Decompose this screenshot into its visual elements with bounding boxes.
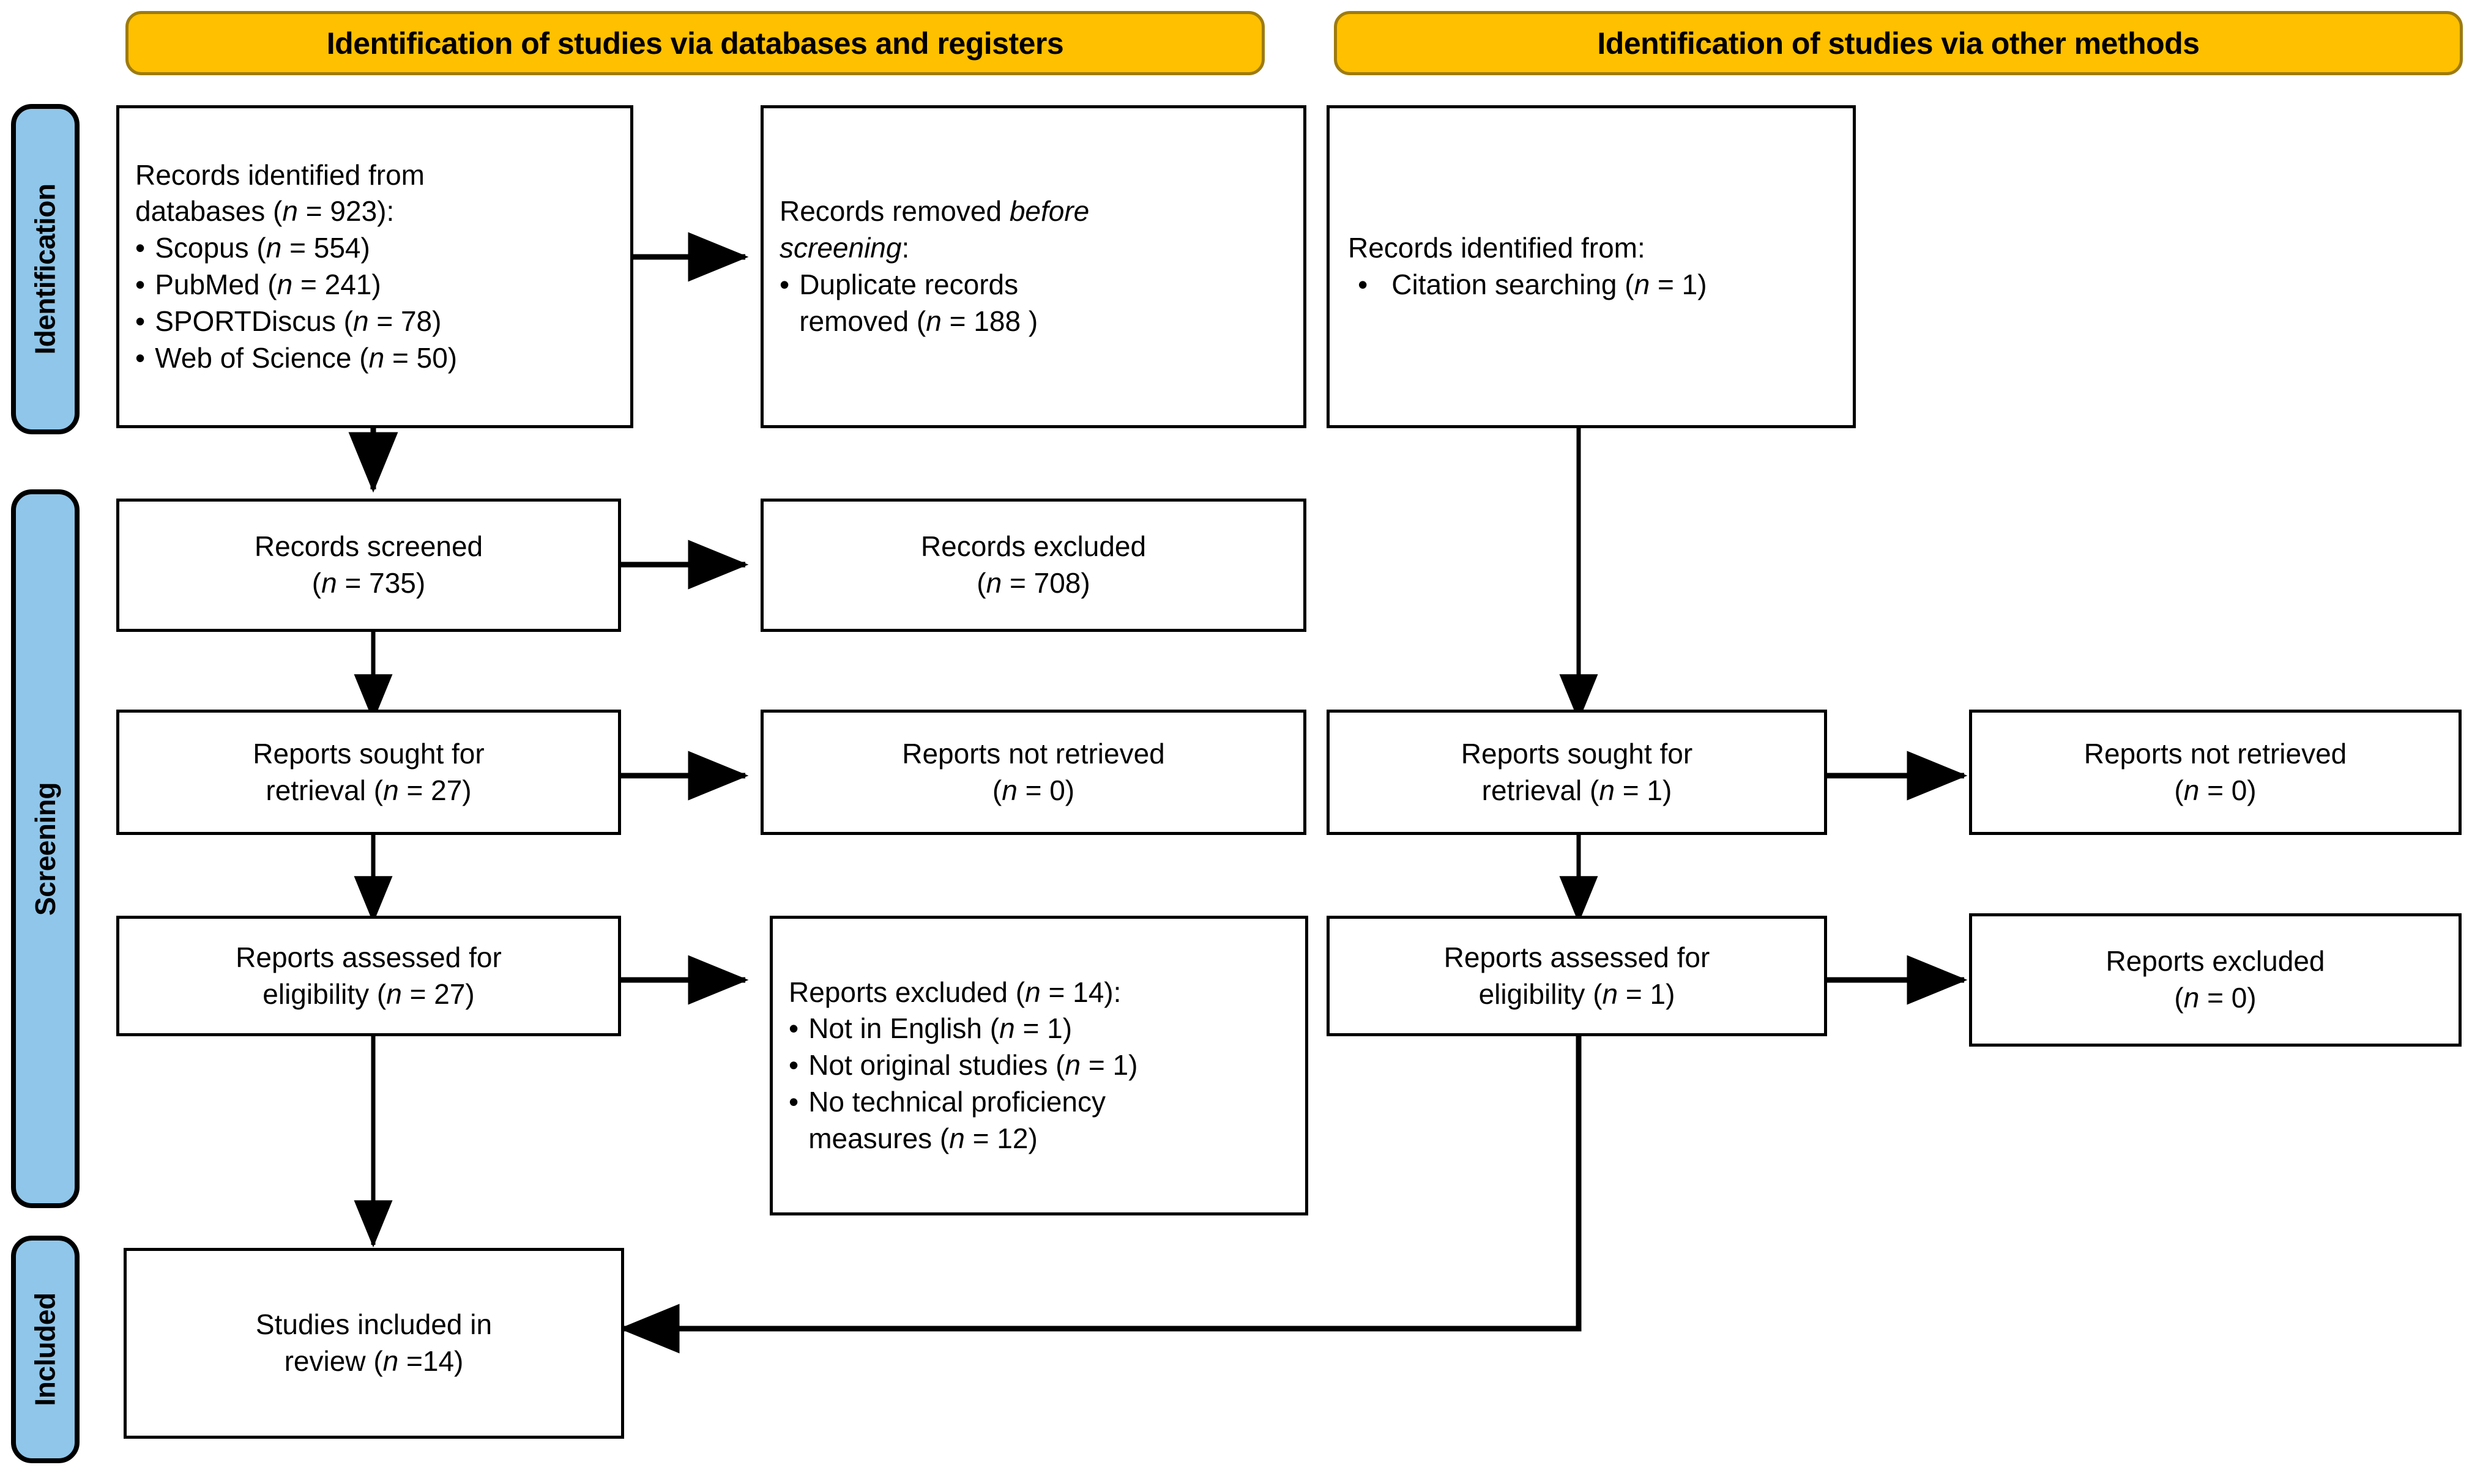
reports-excluded-left-reason-list: Not in English (n = 1) Not original stud… bbox=[789, 1011, 1294, 1120]
records-identified-line1: Records identified from bbox=[135, 158, 425, 191]
records-identified-other-list: Citation searching (n = 1) bbox=[1348, 267, 1842, 303]
stage-label-included: Included bbox=[11, 1236, 80, 1463]
box-reports-assessed-right: Reports assessed for eligibility (n = 1) bbox=[1327, 916, 1827, 1036]
box-records-identified-databases: Records identified from databases (n = 9… bbox=[116, 105, 633, 428]
studies-included-line1: Studies included in bbox=[255, 1308, 493, 1341]
reports-assessed-left-line2: eligibility (n = 27) bbox=[262, 978, 475, 1010]
banner-other-label: Identification of studies via other meth… bbox=[1597, 26, 2200, 61]
stage-included-text: Included bbox=[29, 1293, 61, 1406]
records-removed-reason-list: Duplicate records bbox=[780, 267, 1292, 303]
list-item: Web of Science (n = 50) bbox=[135, 340, 619, 377]
reports-excluded-right-line2: (n = 0) bbox=[2174, 982, 2257, 1014]
reports-sought-right-line1: Reports sought for bbox=[1461, 737, 1693, 770]
records-identified-other-line1: Records identified from: bbox=[1348, 232, 1645, 264]
records-screened-line1: Records screened bbox=[254, 530, 483, 563]
records-screened-line2: (n = 735) bbox=[311, 567, 426, 599]
reports-not-retrieved-right-line1: Reports not retrieved bbox=[2083, 737, 2347, 770]
stage-label-screening: Screening bbox=[11, 489, 80, 1208]
list-item: Not original studies (n = 1) bbox=[789, 1047, 1294, 1084]
box-reports-excluded-left: Reports excluded (n = 14): Not in Englis… bbox=[770, 916, 1308, 1215]
box-reports-not-retrieved-left: Reports not retrieved (n = 0) bbox=[761, 710, 1306, 835]
reports-assessed-right-line2: eligibility (n = 1) bbox=[1478, 978, 1675, 1010]
records-excluded-line1: Records excluded bbox=[920, 530, 1147, 563]
stage-label-identification: Identification bbox=[11, 104, 80, 434]
list-item: Not in English (n = 1) bbox=[789, 1011, 1294, 1047]
box-records-identified-other: Records identified from: Citation search… bbox=[1327, 105, 1856, 428]
box-records-removed-before-screening: Records removed before screening: Duplic… bbox=[761, 105, 1306, 428]
list-item: No technical proficiency bbox=[789, 1084, 1294, 1121]
box-reports-assessed-left: Reports assessed for eligibility (n = 27… bbox=[116, 916, 621, 1036]
studies-included-line2: review (n =14) bbox=[284, 1345, 464, 1377]
records-identified-line2: databases (n = 923): bbox=[135, 195, 395, 228]
reports-excluded-left-bullet-cont: measures (n = 12) bbox=[808, 1122, 1038, 1154]
reports-not-retrieved-right-line2: (n = 0) bbox=[2174, 774, 2257, 806]
reports-sought-right-line2: retrieval (n = 1) bbox=[1481, 774, 1672, 806]
banner-databases-registers: Identification of studies via databases … bbox=[125, 11, 1265, 75]
list-item: SPORTDiscus (n = 78) bbox=[135, 303, 619, 340]
box-reports-sought-right: Reports sought for retrieval (n = 1) bbox=[1327, 710, 1827, 835]
box-studies-included: Studies included in review (n =14) bbox=[124, 1248, 624, 1439]
records-excluded-line2: (n = 708) bbox=[977, 567, 1090, 599]
banner-databases-label: Identification of studies via databases … bbox=[326, 26, 1064, 61]
reports-sought-left-line2: retrieval (n = 27) bbox=[266, 774, 472, 806]
box-reports-sought-left: Reports sought for retrieval (n = 27) bbox=[116, 710, 621, 835]
list-item: PubMed (n = 241) bbox=[135, 267, 619, 303]
list-item: Scopus (n = 554) bbox=[135, 230, 619, 267]
reports-assessed-right-line1: Reports assessed for bbox=[1443, 941, 1710, 973]
stage-screening-text: Screening bbox=[29, 782, 62, 916]
records-identified-source-list: Scopus (n = 554) PubMed (n = 241) SPORTD… bbox=[135, 230, 619, 376]
records-removed-line1: Records removed before bbox=[780, 195, 1090, 228]
reports-assessed-left-line1: Reports assessed for bbox=[236, 941, 502, 973]
reports-sought-left-line1: Reports sought for bbox=[253, 737, 485, 770]
list-item: Citation searching (n = 1) bbox=[1348, 267, 1842, 303]
records-removed-line2: screening: bbox=[780, 232, 910, 264]
reports-not-retrieved-left-line2: (n = 0) bbox=[992, 774, 1075, 806]
box-reports-not-retrieved-right: Reports not retrieved (n = 0) bbox=[1969, 710, 2462, 835]
reports-not-retrieved-left-line1: Reports not retrieved bbox=[902, 737, 1165, 770]
stage-identification-text: Identification bbox=[29, 184, 62, 355]
list-item: Duplicate records bbox=[780, 267, 1292, 303]
box-records-screened: Records screened (n = 735) bbox=[116, 499, 621, 632]
box-records-excluded: Records excluded (n = 708) bbox=[761, 499, 1306, 632]
records-removed-bullet-cont: removed (n = 188 ) bbox=[799, 305, 1038, 337]
reports-excluded-right-line1: Reports excluded bbox=[2105, 945, 2325, 978]
banner-other-methods: Identification of studies via other meth… bbox=[1334, 11, 2463, 75]
reports-excluded-left-line1: Reports excluded (n = 14): bbox=[789, 976, 1122, 1008]
box-reports-excluded-right: Reports excluded (n = 0) bbox=[1969, 913, 2462, 1047]
